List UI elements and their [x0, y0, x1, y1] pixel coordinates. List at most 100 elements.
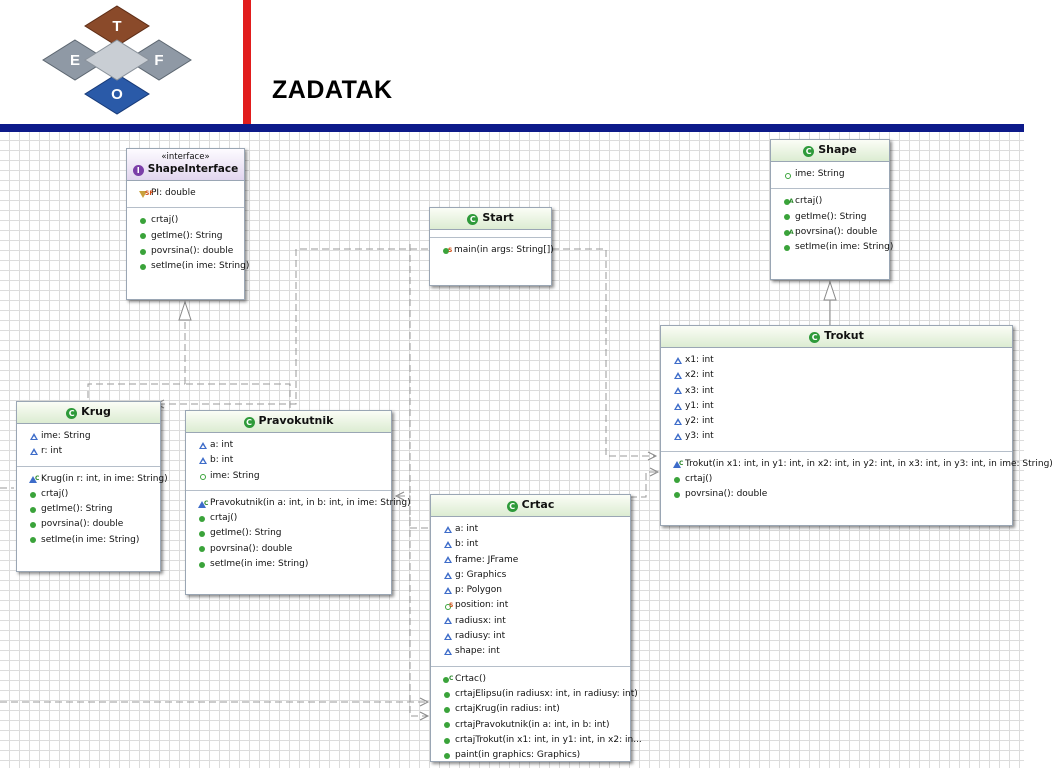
method-text: crtaj(): [41, 488, 69, 499]
method-text: Krug(in r: int, in ime: String): [41, 473, 168, 484]
package-field-icon: [441, 585, 455, 597]
package-field-icon: [196, 440, 210, 452]
package-field-icon: [781, 169, 795, 181]
method-text: Trokut(in x1: int, in y1: int, in x2: in…: [685, 458, 1053, 469]
logo-bottom-diamond: [84, 73, 150, 115]
method-row: paint(in graphics: Graphics): [441, 748, 630, 763]
method-row: setIme(in ime: String): [781, 240, 893, 255]
method-text: setIme(in ime: String): [151, 261, 250, 272]
static-field-icon: S: [441, 600, 455, 612]
method-row: getIme(): String: [27, 502, 160, 517]
method-text: getIme(): String: [41, 504, 113, 515]
static-method-icon: S: [440, 245, 454, 257]
field-text: y1: int: [685, 400, 714, 411]
field-text: radiusy: int: [455, 631, 506, 642]
fields-section: ime: String: [771, 162, 889, 190]
field-row: a: int: [196, 438, 391, 453]
field-row: ime: String: [781, 167, 889, 182]
method-text: povrsina(): double: [685, 489, 768, 500]
package-field-icon: [196, 470, 210, 482]
logo-letter-e: E: [70, 52, 80, 69]
package-field-icon: [441, 539, 455, 551]
method-text: povrsina(): double: [41, 519, 124, 530]
public-method-icon: [27, 534, 41, 546]
method-text: getIme(): String: [210, 528, 282, 539]
method-row: getIme(): String: [137, 229, 244, 244]
field-text: ime: String: [795, 169, 845, 179]
field-text: x3: int: [685, 385, 714, 396]
public-method-icon: [27, 519, 41, 531]
field-row: r: int: [27, 444, 160, 459]
method-text: setIme(in ime: String): [795, 242, 894, 253]
package-field-icon: [671, 416, 685, 428]
class-icon: C: [506, 501, 518, 512]
method-row: crtaj(): [27, 487, 160, 502]
public-method-icon: [137, 261, 151, 273]
method-row: povrsina(): double: [137, 244, 244, 259]
public-method-icon: [781, 211, 795, 223]
constructor-icon: C: [441, 673, 455, 685]
field-text: ime: String: [210, 470, 260, 481]
slide-title: ZADATAK: [272, 76, 393, 104]
class-name: Crtac: [521, 498, 555, 511]
method-row: crtajTrokut(in x1: int, in y1: int, in x…: [441, 733, 642, 748]
class-name: Krug: [81, 405, 111, 418]
method-text: povrsina(): double: [210, 543, 293, 554]
package-field-icon: [441, 554, 455, 566]
field-text: b: int: [455, 539, 479, 550]
package-field-icon: [441, 524, 455, 536]
field-text: r: int: [41, 446, 63, 457]
method-row: getIme(): String: [781, 210, 889, 225]
method-text: crtajKrug(in radius: int): [455, 704, 560, 715]
method-text: povrsina(): double: [795, 226, 878, 237]
method-text: crtajPravokutnik(in a: int, in b: int): [455, 719, 610, 730]
field-row: x2: int: [671, 368, 1012, 383]
field-row: x1: int: [671, 353, 1012, 368]
field-text: b: int: [210, 455, 234, 466]
field-text: position: int: [455, 600, 509, 611]
static-final-field-icon: SF: [137, 188, 153, 200]
field-text: PI: double: [151, 188, 196, 198]
public-method-icon: [671, 489, 685, 501]
field-text: g: Graphics: [455, 569, 507, 580]
method-text: crtaj(): [685, 474, 713, 485]
field-text: ime: String: [41, 431, 91, 441]
public-method-icon: [441, 689, 455, 701]
method-row: setIme(in ime: String): [196, 557, 391, 572]
method-text: setIme(in ime: String): [210, 559, 309, 570]
field-text: y2: int: [685, 416, 714, 427]
method-text: crtajTrokut(in x1: int, in y1: int, in x…: [455, 734, 642, 745]
field-row: x3: int: [671, 384, 1012, 399]
class-icon: C: [809, 332, 821, 343]
method-text: povrsina(): double: [151, 245, 234, 256]
public-method-icon: [441, 750, 455, 762]
fields-section: ime: String r: int: [17, 424, 160, 467]
public-method-icon: [196, 543, 210, 555]
public-method-icon: [196, 528, 210, 540]
method-text: getIme(): String: [151, 230, 223, 241]
field-row: ime: String: [27, 429, 160, 444]
package-field-icon: [671, 401, 685, 413]
method-row: crtaj(): [137, 213, 244, 228]
field-row: frame: JFrame: [441, 553, 630, 568]
interface-stereotype: «interface»: [161, 152, 210, 162]
